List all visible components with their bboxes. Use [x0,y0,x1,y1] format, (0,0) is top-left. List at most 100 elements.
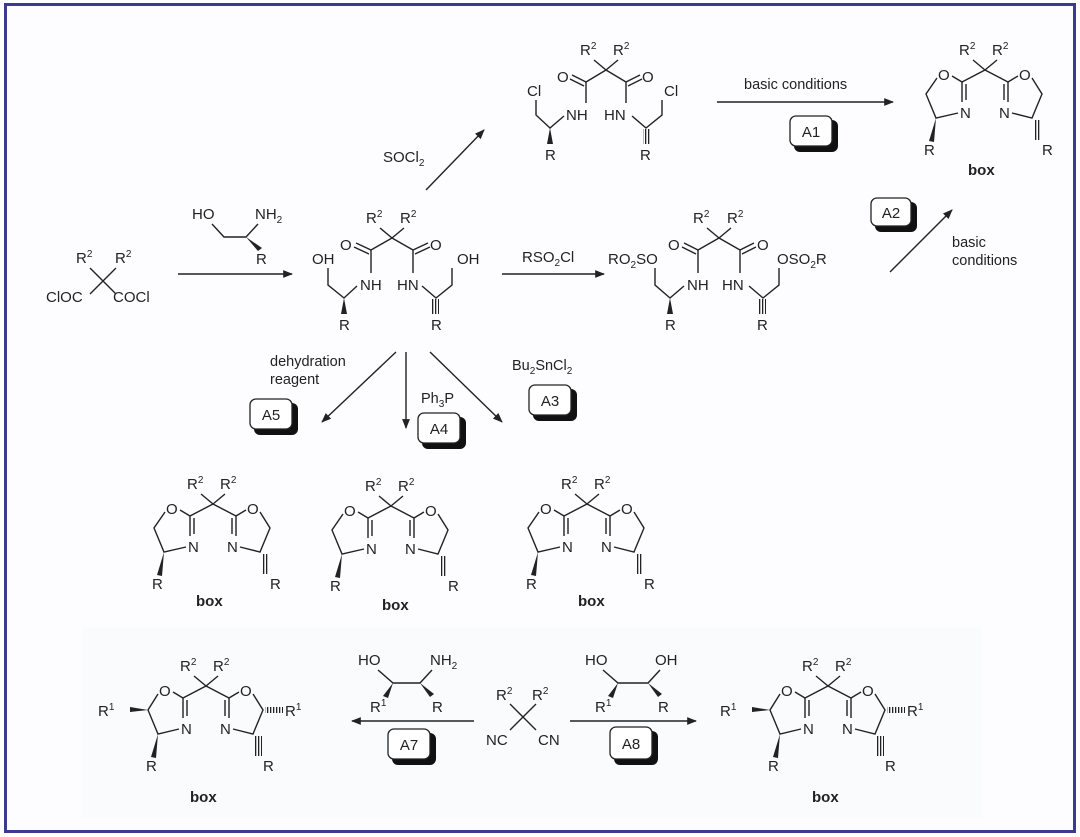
route-badge-a7: A7 [387,728,436,765]
atom-label: 2 [87,249,93,260]
atom-label: R1 [285,702,302,720]
atom-label: 1 [296,702,302,713]
atom-label: HO [585,652,608,669]
atom-label: O [159,683,171,700]
atom-label: A8 [622,736,640,753]
atom-label: OH [312,251,335,268]
atom-label: R [640,147,651,164]
atom-label: R [330,578,341,595]
atom-label: O [862,683,874,700]
atom-label: 1 [606,698,612,709]
atom-label: R [213,658,224,675]
atom-label: 2 [631,260,637,271]
atom-label: 2 [419,158,425,169]
atom-label: A2 [882,205,900,222]
atom-label: O [938,67,950,84]
atom-label: R2 [693,209,710,227]
atom-label: O [621,501,633,518]
atom-label: 2 [277,215,283,226]
reagent-rso2cl: RSO2Cl [522,249,574,269]
atom-label: 2 [231,475,237,486]
atom-label: R2 [835,657,852,675]
atom-label: R [532,687,543,704]
atom-label: R [594,476,605,493]
atom-label: O [557,69,569,86]
bis-hydroxyamide: R2 R2 O O NH HN OH OH R R [312,209,480,334]
atom-label: 2 [555,258,561,269]
atom-label: SO [636,251,658,268]
atom-label: 2 [507,686,513,697]
atom-label: 1 [731,702,737,713]
atom-label: Bu [512,358,530,374]
reagent-basic: basic [952,235,986,251]
atom-label: R2 [992,41,1009,59]
atom-label: NH2 [430,652,458,672]
atom-label: R [665,317,676,334]
route-badge-a4: A4 [417,412,466,449]
atom-label: HN [722,277,744,294]
atom-label: O [344,503,356,520]
atom-label: A1 [802,124,820,141]
atom-label: N [220,721,231,738]
atom-label: R [613,42,624,59]
atom-label: R2 [561,475,578,493]
atom-label: RO [608,251,631,268]
atom-label: 2 [704,209,710,220]
atom-label: R [959,42,970,59]
atom-label: N [601,539,612,556]
atom-label: 2 [738,209,744,220]
atom-label: R [180,658,191,675]
malonyl-dichloride: R2 R2 ClOC COCl [46,249,150,306]
atom-label: R [545,147,556,164]
atom-label: O [247,501,259,518]
atom-label: R [339,317,350,334]
atom-cocl: COCl [113,289,150,306]
reagent-basic-conditions: basic conditions [744,77,847,93]
atom-label: N [960,105,971,122]
atom-label: N [181,721,192,738]
product-label-box: box [382,597,409,614]
route-badge-a2: A2 [870,197,917,232]
reagent-socl2: SOCl2 [383,149,425,169]
atom-label: A5 [262,407,280,424]
atom-label: 2 [198,475,204,486]
atom-label: R [992,42,1003,59]
atom-label: OH [655,652,678,669]
atom-label: N [999,105,1010,122]
atom-label: R [757,317,768,334]
atom-label: 1 [381,698,387,709]
atom-label: 2 [409,477,415,488]
atom-label: 2 [591,41,597,52]
atom-label: N [405,541,416,558]
box-ligand: R2 R2 O O N N R R box [924,41,1053,179]
atom-label: R [370,699,381,716]
atom-label: 1 [109,702,115,713]
atom-label: 2 [1003,41,1009,52]
group-ro2so: RO2SO [608,251,658,271]
atom-r2: R2 [76,249,93,267]
atom-label: O [781,683,793,700]
atom-label: R [76,250,87,267]
reaction-arrow [889,209,953,273]
atom-label: R [835,658,846,675]
atom-label: R [263,758,274,775]
atom-label: R [580,42,591,59]
atom-label: R [924,142,935,159]
atom-label: R [432,699,443,716]
atom-label: R [431,317,442,334]
atom-label: 2 [376,477,382,488]
atom-label: N [366,541,377,558]
atom-label: R [644,576,655,593]
atom-label: 2 [377,209,383,220]
atom-label: R2 [180,657,197,675]
atom-label: R1 [98,702,115,720]
atom-label: Ph [421,391,439,407]
product-label-box: box [190,789,217,806]
atom-label: R1 [370,698,387,716]
box-ligand: R2 R2 O O N N R R box [152,475,281,610]
atom-label: 3 [439,399,445,410]
atom-label: R1 [595,698,612,716]
atom-label: R2 [802,657,819,675]
atom-label: R2 [959,41,976,59]
atom-label: N [562,539,573,556]
